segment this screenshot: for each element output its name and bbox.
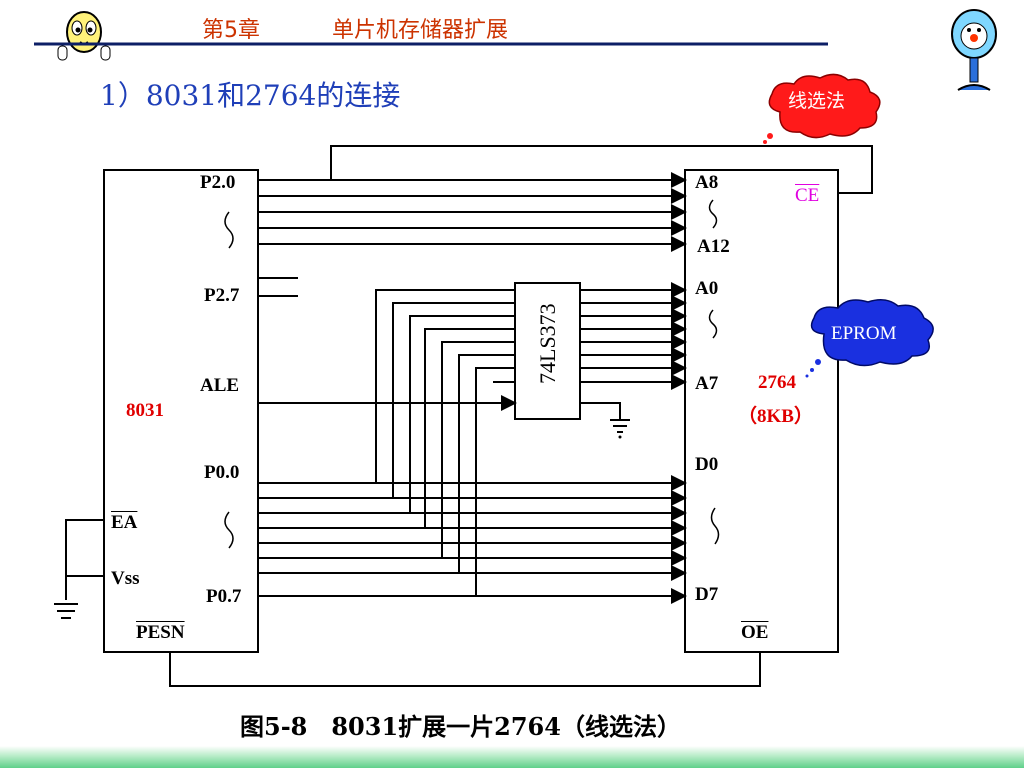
line-select-cloud <box>763 73 881 144</box>
pin-p0-0: P0.0 <box>204 462 240 483</box>
pin-ce: CE <box>795 185 820 206</box>
pin-a7: A7 <box>695 373 719 394</box>
address-low-lines <box>580 282 687 390</box>
section-label: 单片机存储器扩展 <box>332 18 509 43</box>
psen-oe-line <box>169 652 761 687</box>
pin-a8: A8 <box>695 172 719 193</box>
chip-2764-label: 2764 <box>758 372 796 393</box>
pin-vss: Vss <box>111 568 140 589</box>
footer-band <box>0 746 1024 768</box>
pin-a0: A0 <box>695 278 719 299</box>
pin-p2-7: P2.7 <box>204 285 240 306</box>
figure-caption: 图5-8 8031扩展一片2764（线选法） <box>240 712 681 741</box>
pin-p0-7: P0.7 <box>206 586 242 607</box>
data-lines <box>258 475 687 604</box>
pin-psen: PESN <box>136 622 185 643</box>
chip-2764-capacity: （8KB） <box>738 406 813 427</box>
pin-ea: EA <box>111 512 138 533</box>
latch-label: 74LS373 <box>535 303 560 384</box>
pin-d7: D7 <box>695 584 719 605</box>
pin-a12: A12 <box>697 236 730 257</box>
pin-p2-0: P2.0 <box>200 172 236 193</box>
pin-ale: ALE <box>200 375 240 396</box>
pin-d0: D0 <box>695 454 719 475</box>
address-high-lines <box>258 172 687 252</box>
header-rule <box>34 42 828 46</box>
line-select-callout: 线选法 <box>788 90 846 112</box>
latch-input-taps <box>375 289 515 596</box>
eprom-cloud <box>805 299 934 378</box>
latch-box <box>514 282 581 420</box>
eprom-callout: EPROM <box>831 323 897 344</box>
pin-oe: OE <box>741 622 769 643</box>
slide-title: 1）8031和2764的连接 <box>100 79 401 112</box>
mascot-figure-icon <box>951 9 997 91</box>
chip-8031-label: 8031 <box>126 400 164 421</box>
chapter-label: 第5章 <box>202 18 260 43</box>
chip-8031-box <box>103 169 259 653</box>
chip-2764-box <box>684 169 839 653</box>
